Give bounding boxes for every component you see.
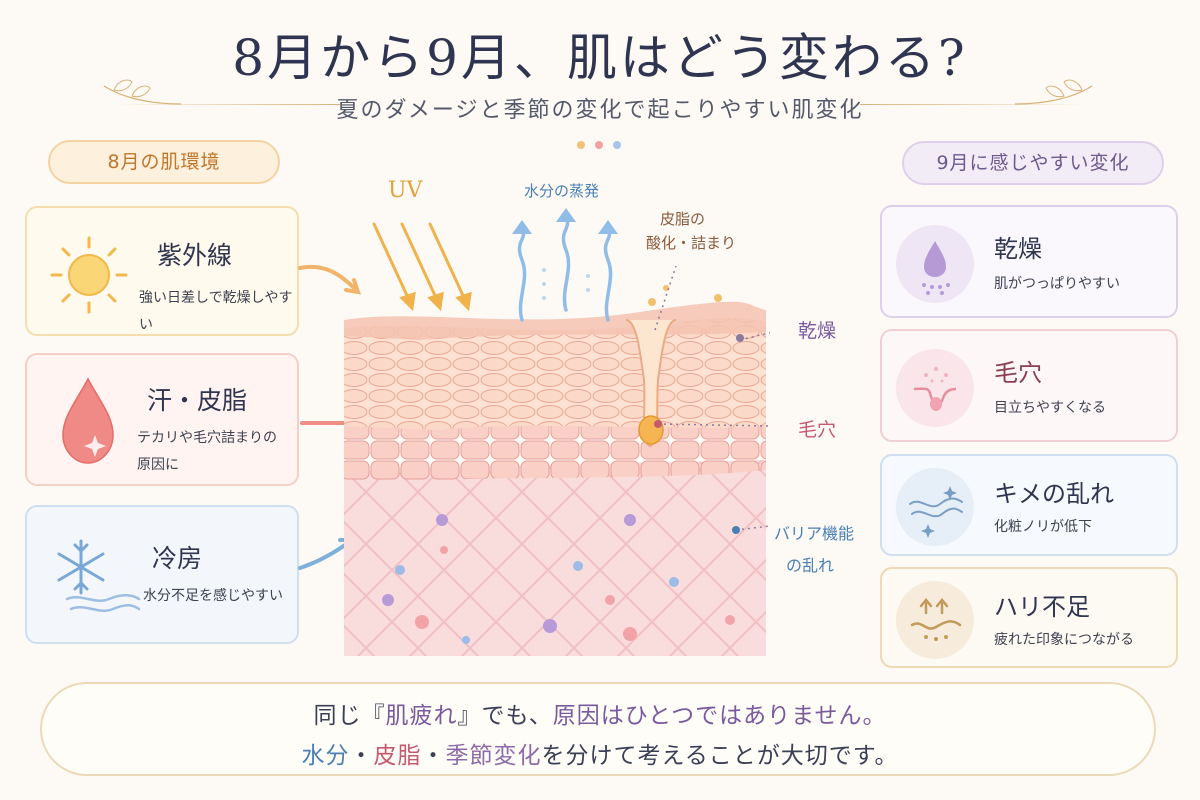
- pore-label: 毛穴: [798, 419, 837, 441]
- texture-wave-icon: [909, 486, 963, 538]
- card-texture: キメの乱れ 化粧ノリが低下: [880, 454, 1178, 556]
- leaf-ornament-left-icon: [103, 79, 182, 105]
- card-dryness-desc: 肌がつっぱりやすい: [994, 276, 1120, 292]
- skin-diagram: [344, 208, 770, 656]
- card-uv-desc: 強い日差しで乾燥しやすい: [139, 290, 293, 333]
- summary-box: [40, 682, 1156, 776]
- card-sweat-title: 汗・皮脂: [147, 386, 248, 415]
- pore-icon: [913, 367, 957, 411]
- card-air-conditioning: 冷房 水分不足を感じやすい: [25, 505, 299, 644]
- summary-line2: 水分・皮脂・季節変化を分けて考えることが大切です。: [0, 736, 1200, 770]
- sebum-label-line1: 皮脂の: [660, 210, 706, 228]
- sun-icon: [50, 236, 128, 314]
- summary-sep2: ・: [421, 743, 446, 769]
- card-firmness-title: ハリ不足: [994, 593, 1090, 621]
- snowflake-icon: [57, 539, 141, 612]
- decorative-dots: [572, 134, 630, 149]
- barrier-label-line2: の乱れ: [786, 556, 835, 575]
- summary-line1: 同じ『肌疲れ』でも、原因はひとつではありません。: [0, 696, 1200, 730]
- firmness-icon: [910, 598, 962, 641]
- card-sweat-sebum: 汗・皮脂 テカリや毛穴詰まりの 原因に: [25, 353, 299, 486]
- card-uv-title: 紫外線: [157, 241, 233, 270]
- summary-line1-em2: 原因はひとつではありません。: [552, 703, 887, 729]
- dry-drop-icon: [922, 241, 950, 295]
- card-firmness-desc: 疲れた印象につながる: [994, 632, 1134, 648]
- card-pores-desc: 目立ちやすくなる: [994, 400, 1106, 416]
- card-aircon-title: 冷房: [152, 544, 203, 573]
- divider-right: [860, 104, 1090, 105]
- card-sweat-desc-line2: 原因に: [137, 457, 179, 473]
- leaf-ornament-right-icon: [1014, 79, 1093, 105]
- card-aircon-desc: 水分不足を感じやすい: [143, 588, 283, 604]
- summary-sep1: ・: [349, 743, 374, 769]
- left-section-heading: 8月の肌環境: [48, 140, 280, 184]
- card-sweat-desc-line1: テカリや毛穴詰まりの: [137, 430, 277, 446]
- summary-line1-em1: 肌疲れ: [385, 703, 458, 729]
- evaporation-label: 水分の蒸発: [524, 182, 600, 200]
- sebum-label-line2: 酸化・詰まり: [646, 234, 737, 252]
- barrier-label-line1: バリア機能: [774, 524, 855, 543]
- summary-keyword-moisture: 水分: [301, 743, 350, 769]
- summary-line1-mid: 』でも、: [457, 703, 553, 729]
- summary-keyword-season: 季節変化: [445, 743, 542, 769]
- page-title: 8月から9月、肌はどう変わる?: [232, 29, 968, 87]
- card-pores-title: 毛穴: [994, 359, 1042, 387]
- right-section-heading: 9月に感じやすい変化: [902, 141, 1164, 185]
- dry-label: 乾燥: [798, 320, 837, 342]
- card-texture-desc: 化粧ノリが低下: [994, 519, 1092, 535]
- card-pores: 毛穴 目立ちやすくなる: [880, 329, 1178, 442]
- card-firmness: ハリ不足 疲れた印象につながる: [880, 567, 1178, 668]
- card-uv: 紫外線 強い日差しで乾燥しやすい: [25, 206, 299, 336]
- card-dryness: 乾燥 肌がつっぱりやすい: [880, 205, 1178, 318]
- summary-line1-pre: 同じ『: [313, 703, 386, 729]
- uv-label: UV: [388, 178, 423, 203]
- divider-left: [110, 104, 340, 105]
- page-subtitle: 夏のダメージと季節の変化で起こりやすい肌変化: [336, 98, 864, 123]
- summary-line2-rest: を分けて考えることが大切です。: [541, 743, 899, 769]
- card-dryness-title: 乾燥: [994, 235, 1042, 263]
- summary-keyword-sebum: 皮脂: [373, 743, 422, 769]
- card-texture-title: キメの乱れ: [994, 480, 1114, 508]
- droplet-icon: [62, 377, 114, 464]
